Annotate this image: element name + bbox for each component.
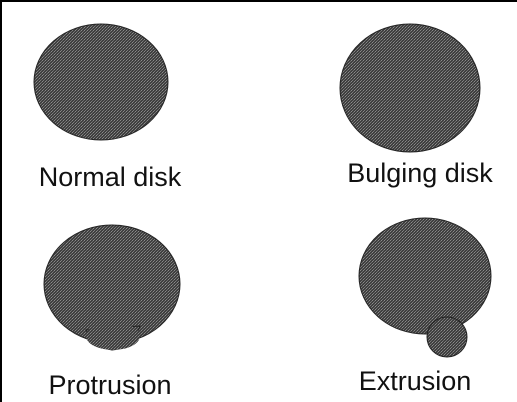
extrusion-caption: Extrusion bbox=[358, 366, 472, 396]
bulging-disk-shape bbox=[339, 23, 481, 153]
frame-top-border bbox=[0, 0, 517, 2]
bulging-disk-caption: Bulging disk bbox=[347, 158, 493, 188]
protrusion-caption: Protrusion bbox=[48, 370, 172, 400]
protrusion-disk-shape bbox=[43, 224, 181, 351]
normal-disk-shape bbox=[33, 23, 169, 141]
extrusion-disk-shape bbox=[358, 217, 492, 358]
frame-left-border bbox=[0, 0, 2, 402]
normal-disk-caption: Normal disk bbox=[38, 162, 182, 192]
